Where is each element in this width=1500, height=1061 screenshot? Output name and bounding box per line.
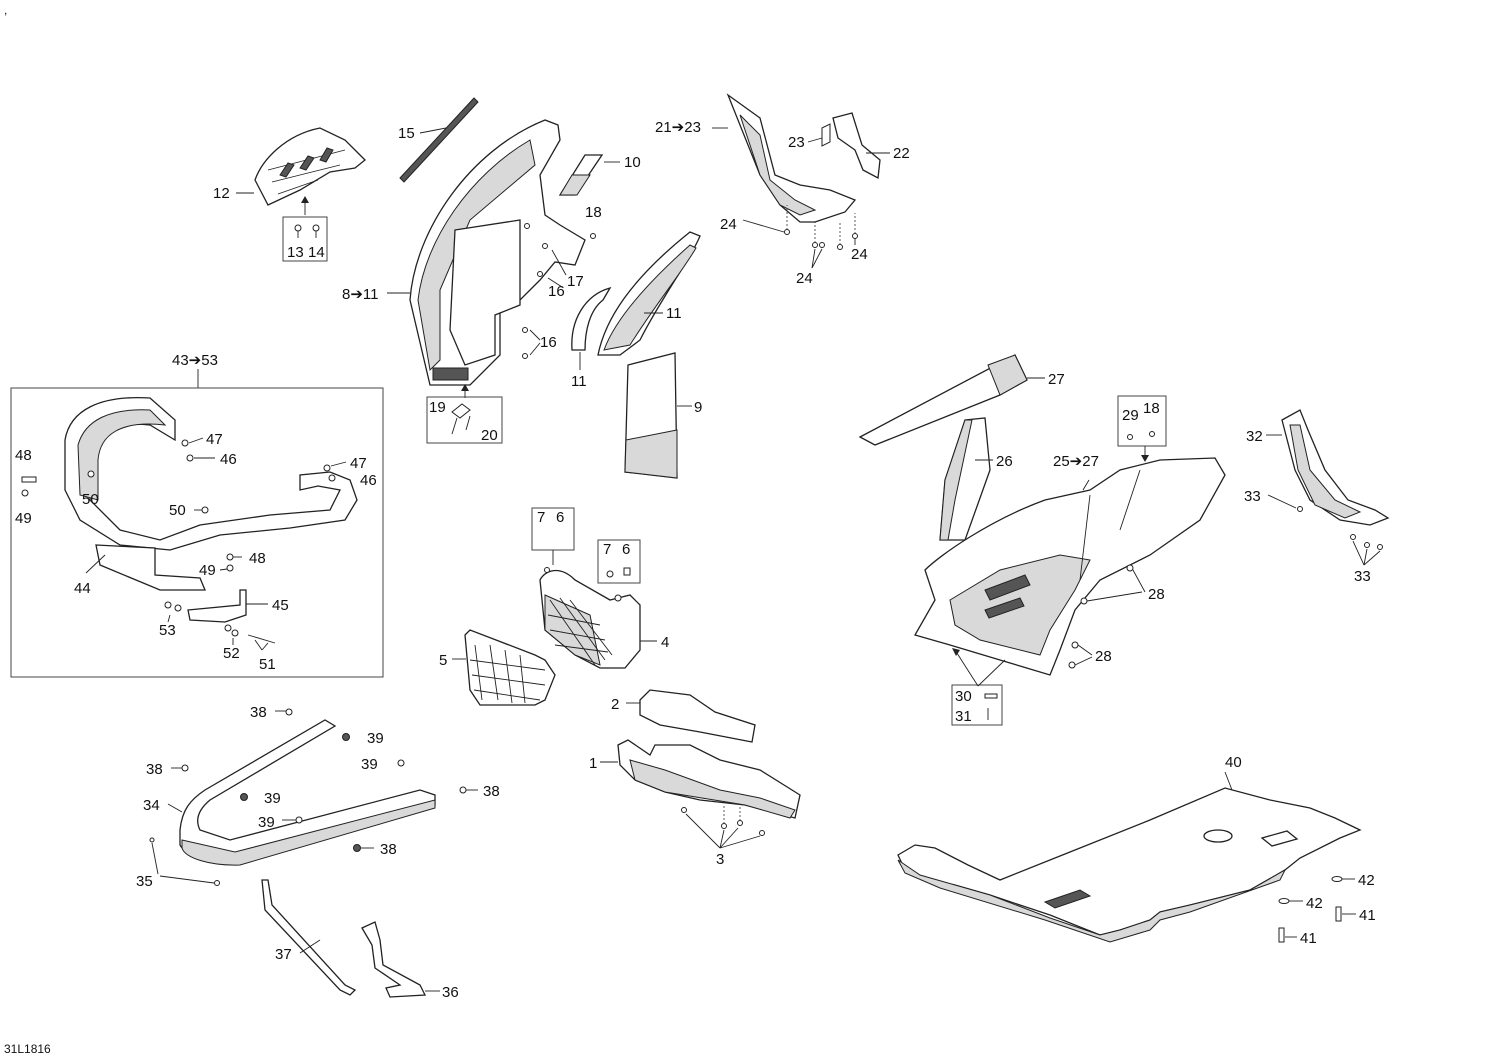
callout-53: 53 [159,622,176,639]
callout-16: 16 [540,334,557,351]
callout-1: 1 [589,755,597,772]
callout-labels: 12 13 14 15 10 18 17 16 16 8➔11 11 11 9 … [15,119,1376,1001]
callout-11: 11 [666,305,682,322]
callout-19: 19 [429,399,446,416]
corner-mark: , [4,3,7,17]
callout-41: 41 [1359,907,1376,924]
callout-24: 24 [796,270,813,287]
callout-39: 39 [361,756,378,773]
callout-41: 41 [1300,930,1317,947]
callout-28: 28 [1148,586,1165,603]
part-43-53-bumper-assembly [10,369,384,678]
callout-6: 6 [622,541,630,558]
callout-11: 11 [571,373,587,390]
callout-22: 22 [893,145,910,162]
callout-14: 14 [308,244,325,261]
callout-25-27: 25➔27 [1053,453,1099,470]
callout-48: 48 [249,550,266,567]
callout-46: 46 [360,472,377,489]
part-32-bracket [1266,409,1390,566]
callout-27: 27 [1048,371,1065,388]
part-5-grille [452,629,556,706]
callout-7: 7 [603,541,611,558]
part-15-trim-strip [399,97,479,183]
callout-7: 7 [537,509,545,526]
part-34-skid-rails [149,708,478,886]
part-25-27-side-panel [914,395,1226,726]
callout-10: 10 [624,154,641,171]
callout-37: 37 [275,946,292,963]
callout-52: 52 [223,645,240,662]
callout-38: 38 [146,761,163,778]
callout-13: 13 [287,244,304,261]
callout-26: 26 [996,453,1013,470]
callout-47: 47 [206,431,223,448]
callout-38: 38 [483,783,500,800]
callout-4: 4 [661,634,669,651]
part-1-skid-bracket [600,739,801,849]
callout-50: 50 [82,491,99,508]
drawing-code: 31L1816 [4,1042,51,1056]
callout-24: 24 [720,216,737,233]
callout-39: 39 [264,790,281,807]
callout-42: 42 [1358,872,1375,889]
callout-40: 40 [1225,754,1242,771]
callout-30: 30 [955,688,972,705]
callout-35: 35 [136,873,153,890]
callout-48: 48 [15,447,32,464]
callout-29: 29 [1122,407,1139,424]
callout-42: 42 [1306,895,1323,912]
part-10-panel-piece [558,154,620,196]
callout-38: 38 [380,841,397,858]
callout-9: 9 [694,399,702,416]
callout-23: 23 [788,134,805,151]
callout-32: 32 [1246,428,1263,445]
callout-45: 45 [272,597,289,614]
part-40-skid-plate [897,771,1362,943]
callout-49: 49 [199,562,216,579]
callout-15: 15 [398,125,415,142]
part-12-vent-cover [236,127,366,262]
part-8-11-side-panel [387,119,596,444]
part-26-strip [939,417,993,541]
callout-36: 36 [442,984,459,1001]
callout-28: 28 [1095,648,1112,665]
callout-49: 49 [15,510,32,527]
callout-18: 18 [1143,400,1160,417]
callout-24: 24 [851,246,868,263]
callout-44: 44 [74,580,91,597]
callout-20: 20 [481,427,498,444]
callout-3: 3 [716,851,724,868]
callout-39: 39 [367,730,384,747]
callout-31: 31 [955,708,972,725]
callout-18: 18 [585,204,602,221]
callout-43-53: 43➔53 [172,352,218,369]
part-27-strip [858,354,1045,446]
callout-46: 46 [220,451,237,468]
callout-12: 12 [213,185,230,202]
callout-8-11: 8➔11 [342,286,378,303]
callout-33: 33 [1354,568,1371,585]
part-4-grille-assembly [531,507,657,669]
callout-34: 34 [143,797,160,814]
part-36-37-brackets [261,879,440,998]
callout-2: 2 [611,696,619,713]
callout-38: 38 [250,704,267,721]
callout-33: 33 [1244,488,1261,505]
callout-17: 17 [567,273,584,290]
part-21-23-bracket [712,93,890,269]
callout-5: 5 [439,652,447,669]
callout-16: 16 [548,283,565,300]
callout-39: 39 [258,814,275,831]
callout-47: 47 [350,455,367,472]
part-2-pad [626,689,756,743]
callout-6: 6 [556,509,564,526]
callout-50: 50 [169,502,186,519]
part-9-panel [624,352,692,479]
part-11-trim-pieces [571,231,701,370]
callout-51: 51 [259,656,276,673]
callout-21-23: 21➔23 [655,119,701,136]
